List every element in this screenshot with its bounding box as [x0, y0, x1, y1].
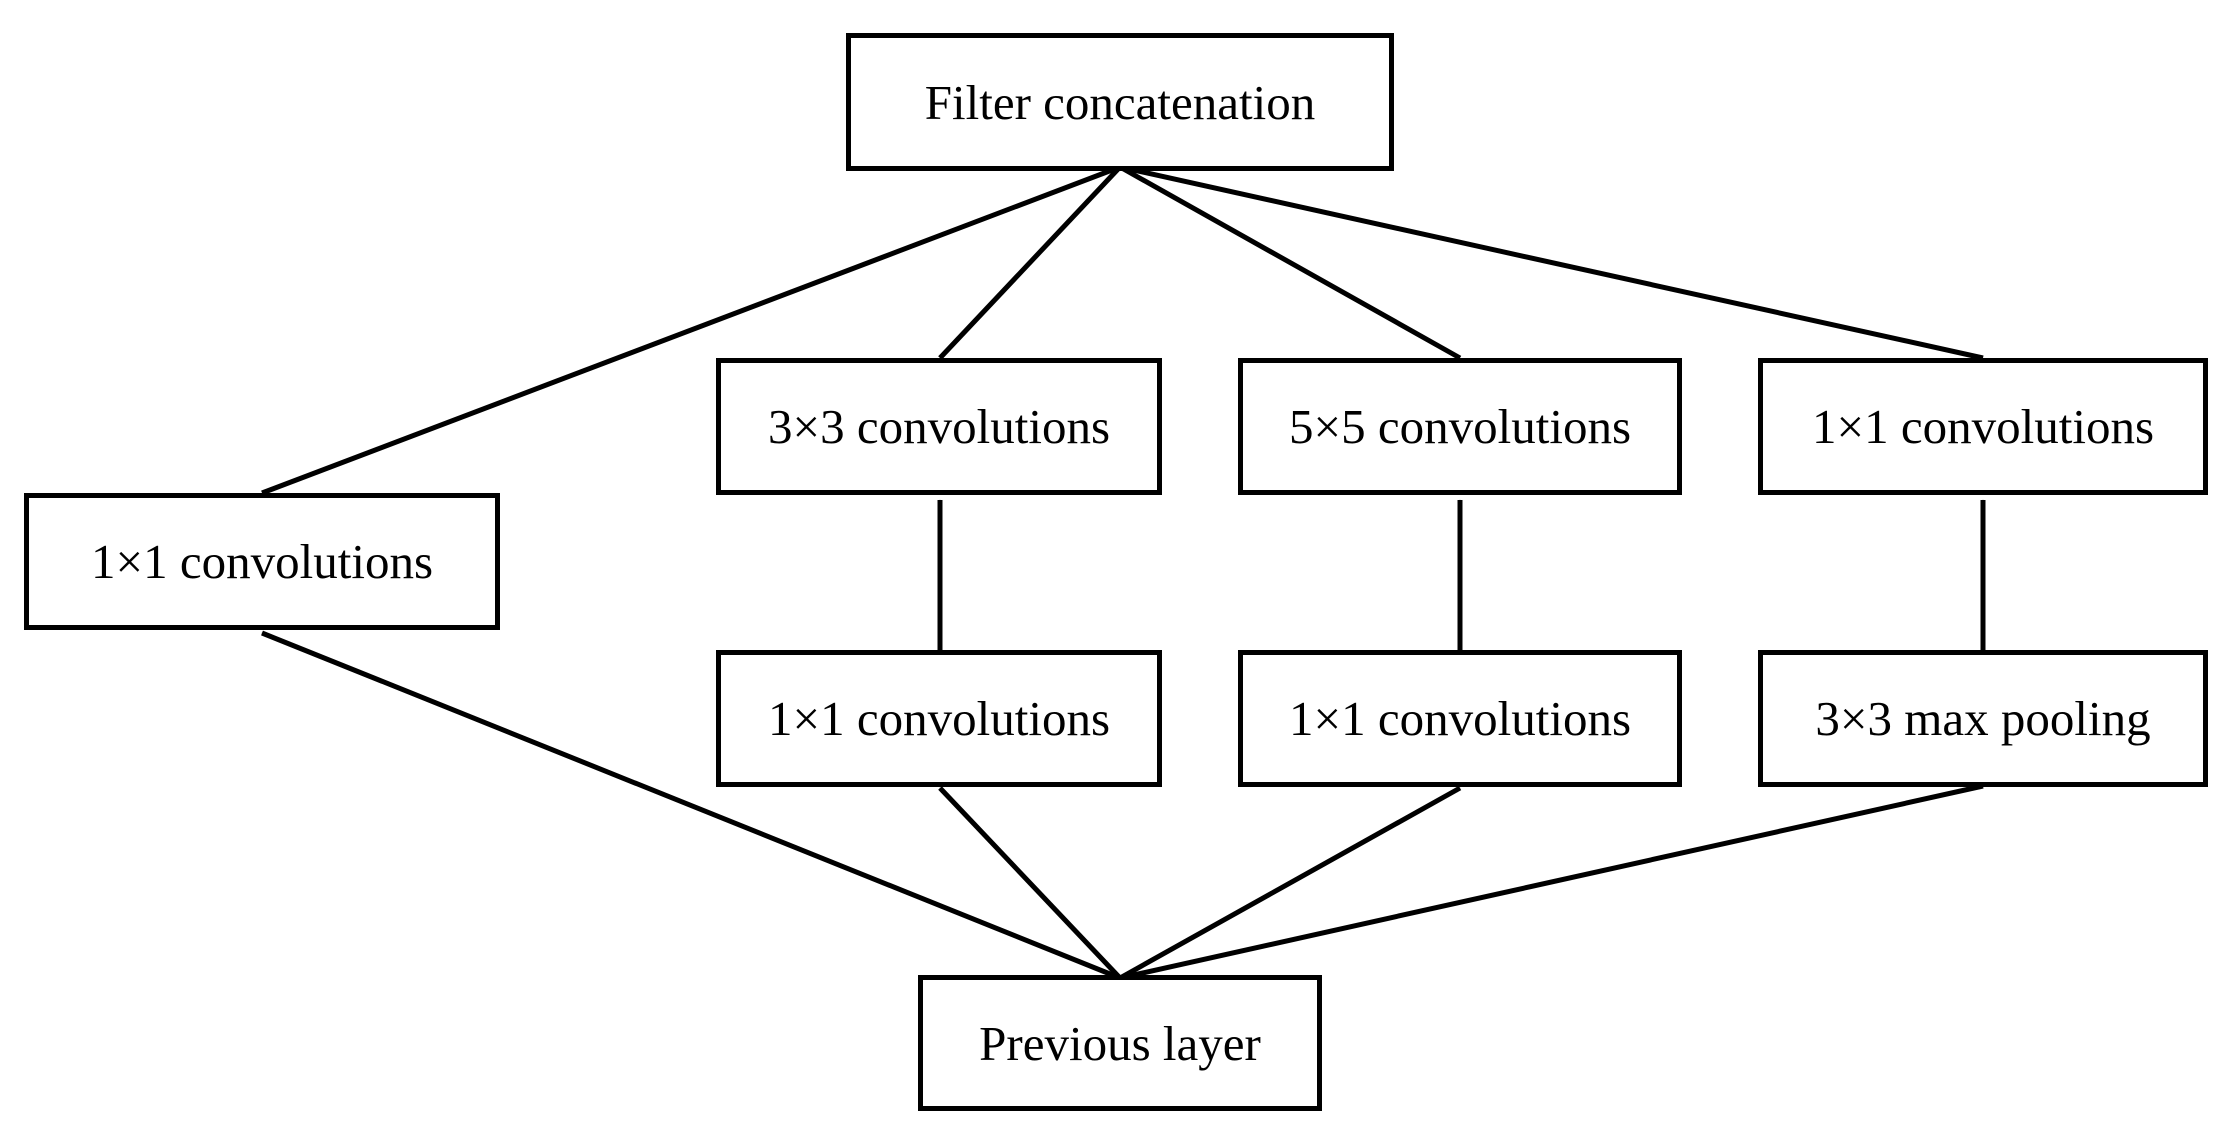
conv1x1-right-box: 1×1 convolutions: [1758, 358, 2208, 495]
arrow-prev-to-reduce1x1-a: [938, 786, 1122, 980]
reduce1x1-a-label: 1×1 convolutions: [767, 691, 1111, 746]
reduce1x1-b-label: 1×1 convolutions: [1288, 691, 1632, 746]
conv1x1-left-box: 1×1 convolutions: [24, 493, 500, 630]
filter-concatenation-box: Filter concatenation: [846, 33, 1394, 171]
conv1x1-left-label: 1×1 convolutions: [90, 534, 434, 589]
arrow-conv1x1-left-to-concat: [261, 164, 1121, 496]
previous-layer-box: Previous layer: [918, 975, 1322, 1111]
arrow-conv5x5-to-concat: [1118, 164, 1462, 361]
conv5x5-box: 5×5 convolutions: [1238, 358, 1682, 495]
arrow-prev-to-maxpool: [1119, 783, 1984, 981]
conv3x3-box: 3×3 convolutions: [716, 358, 1162, 495]
conv3x3-label: 3×3 convolutions: [767, 399, 1111, 454]
conv5x5-label: 5×5 convolutions: [1288, 399, 1632, 454]
previous-layer-label: Previous layer: [979, 1015, 1261, 1071]
arrow-prev-to-reduce1x1-b: [1118, 785, 1462, 981]
arrow-prev-to-conv1x1-left: [261, 630, 1121, 981]
reduce1x1-a-box: 1×1 convolutions: [716, 650, 1162, 787]
arrow-conv3x3-to-concat: [938, 165, 1122, 360]
maxpool3x3-label: 3×3 max pooling: [1815, 691, 2151, 746]
reduce1x1-b-box: 1×1 convolutions: [1238, 650, 1682, 787]
maxpool3x3-box: 3×3 max pooling: [1758, 650, 2208, 787]
conv1x1-right-label: 1×1 convolutions: [1811, 399, 2155, 454]
arrow-conv1x1-right-to-concat: [1119, 164, 1984, 361]
filter-concatenation-label: Filter concatenation: [924, 74, 1316, 130]
